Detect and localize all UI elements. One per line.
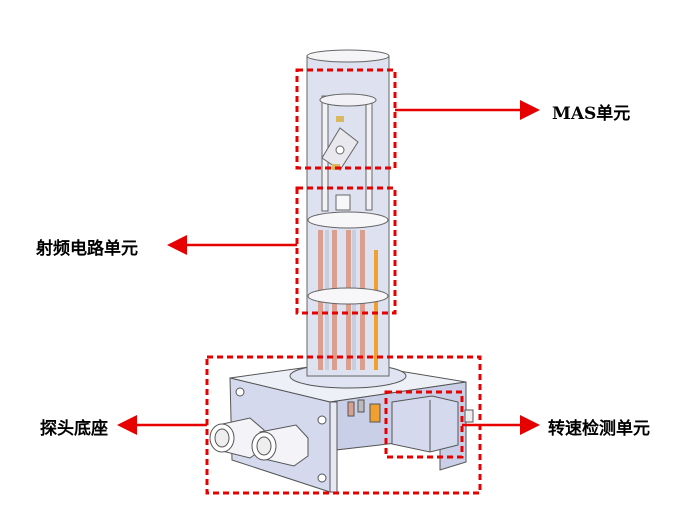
mas-unit-box (295, 68, 397, 170)
mas-unit-label: MAS单元 (552, 104, 631, 124)
mas-cylinder (306, 49, 390, 377)
connector-right (251, 424, 309, 467)
rf-unit-box (295, 186, 397, 315)
speed-unit-label: 转速检测单元 (548, 419, 650, 439)
probe-base (209, 361, 474, 493)
rf-unit-label: 射频电路单元 (36, 239, 138, 259)
base-label: 探头底座 (40, 419, 108, 439)
speed-sensor (391, 395, 474, 453)
